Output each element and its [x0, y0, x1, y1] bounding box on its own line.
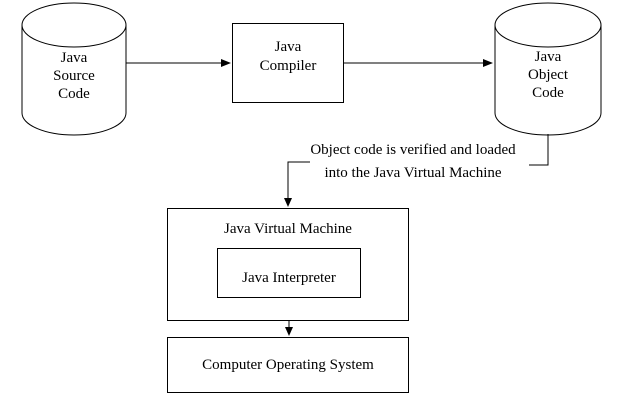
annotation-text: Object code is verified and loaded into …: [310, 142, 516, 181]
object-cylinder-label: Java Object Code: [528, 49, 568, 101]
arrowhead-right-icon: [221, 59, 231, 67]
compiler-box-label: Java Compiler: [259, 39, 317, 74]
arrowhead-down-icon: [284, 198, 292, 207]
arrowhead-right-icon: [483, 59, 493, 67]
interpreter-box-label: Java Interpreter: [242, 270, 336, 286]
jvm-box-label: Java Virtual Machine: [224, 221, 352, 237]
arrow-annotation-to-jvm: [284, 161, 310, 207]
os-box-label: Computer Operating System: [202, 356, 374, 373]
line-object-to-annotation: [529, 134, 549, 166]
source-cylinder-label: Java Source Code: [53, 50, 95, 102]
compiler-box: Java Compiler: [232, 23, 344, 103]
arrow-compiler-to-object: [343, 59, 493, 67]
arrowhead-down-icon: [285, 327, 293, 336]
interpreter-box: Java Interpreter: [217, 248, 361, 298]
source-cylinder-shape: [21, 2, 127, 136]
jvm-box: Java Virtual Machine Java Interpreter: [167, 208, 409, 321]
object-cylinder-shape: [494, 2, 602, 136]
os-box: Computer Operating System: [167, 337, 409, 393]
arrow-source-to-compiler: [126, 59, 231, 67]
